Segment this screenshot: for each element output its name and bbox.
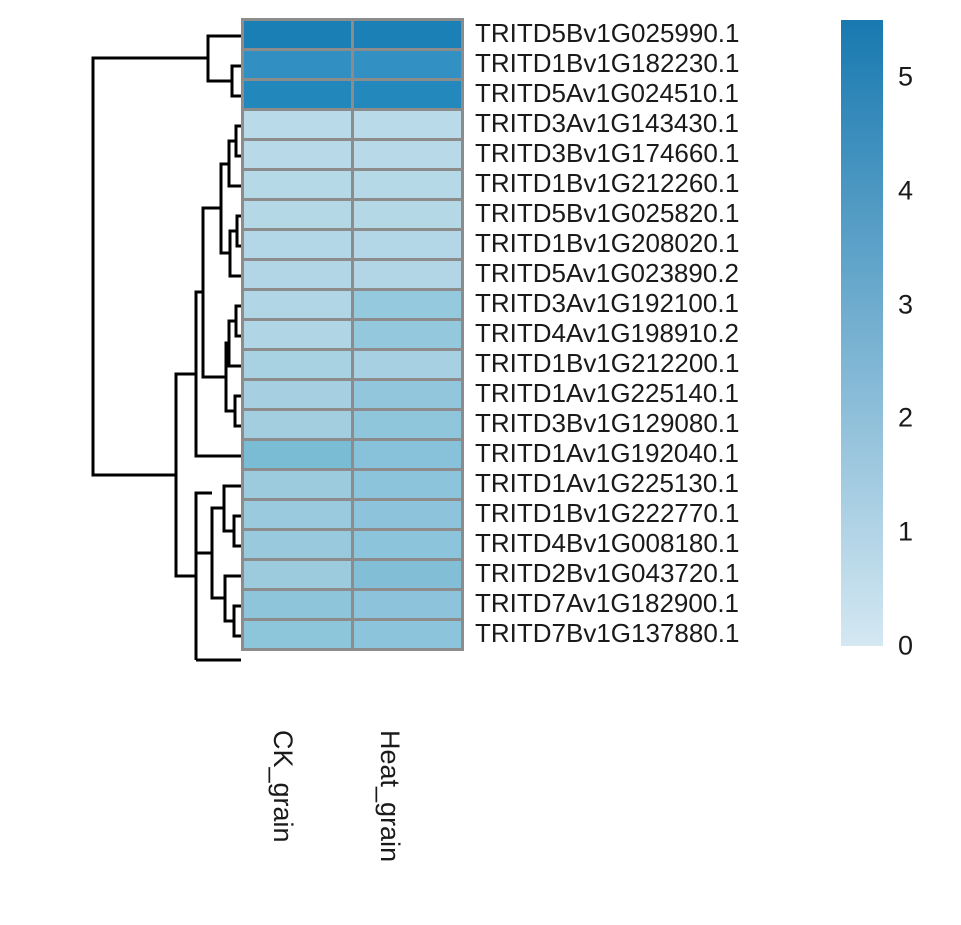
heatmap-cell [354, 441, 461, 468]
heatmap-cell [354, 51, 461, 78]
heatmap-cell [244, 591, 351, 618]
column-label-heat-grain: Heat_grain [375, 730, 415, 915]
colorbar-tick-label: 4 [898, 175, 914, 206]
colorbar-tick-label: 0 [898, 630, 914, 661]
colorbar-tick-label: 1 [898, 516, 914, 547]
row-label: TRITD4Bv1G008180.1 [475, 528, 740, 558]
heatmap-cell [354, 621, 461, 648]
colorbar-tick-label: 3 [898, 289, 914, 320]
column-label-text: CK_grain [268, 730, 298, 843]
row-label: TRITD4Av1G198910.2 [475, 318, 739, 348]
colorbar-gradient [841, 20, 883, 646]
heatmap-cell [244, 501, 351, 528]
heatmap-cell [244, 261, 351, 288]
heatmap-grid-container [241, 18, 464, 651]
row-label: TRITD1Bv1G212200.1 [475, 348, 740, 378]
row-label: TRITD5Av1G024510.1 [475, 78, 739, 108]
heatmap-cell [244, 621, 351, 648]
row-label: TRITD1Av1G225140.1 [475, 378, 739, 408]
row-label: TRITD3Bv1G129080.1 [475, 408, 740, 438]
heatmap-cells [241, 18, 464, 651]
heatmap-cell [354, 201, 461, 228]
row-label: TRITD1Bv1G182230.1 [475, 48, 740, 78]
column-label-text: Heat_grain [375, 730, 405, 863]
row-label: TRITD1Bv1G212260.1 [475, 168, 740, 198]
heatmap-cell [244, 231, 351, 258]
heatmap-cell [354, 141, 461, 168]
row-label: TRITD5Bv1G025990.1 [475, 18, 740, 48]
heatmap-cell [244, 411, 351, 438]
row-label: TRITD1Bv1G222770.1 [475, 498, 740, 528]
heatmap-cell [354, 21, 461, 48]
heatmap-cell [354, 351, 461, 378]
row-label: TRITD7Av1G182900.1 [475, 588, 739, 618]
row-label: TRITD7Bv1G137880.1 [475, 618, 740, 648]
heatmap-cell [244, 21, 351, 48]
row-label: TRITD1Bv1G208020.1 [475, 228, 740, 258]
heatmap-cell [354, 111, 461, 138]
heatmap-cell [354, 321, 461, 348]
heatmap-cell [244, 291, 351, 318]
heatmap-cell [244, 351, 351, 378]
heatmap-cell [354, 231, 461, 258]
colorbar-tick-label: 2 [898, 402, 914, 433]
row-dendrogram [91, 34, 241, 662]
heatmap-cell [244, 141, 351, 168]
heatmap-cell [244, 171, 351, 198]
column-label-ck-grain: CK_grain [268, 730, 308, 915]
colorbar: 5 4 3 2 1 0 [841, 20, 961, 661]
heatmap-cell [244, 471, 351, 498]
heatmap-cell [244, 321, 351, 348]
heatmap-cell [244, 441, 351, 468]
row-label: TRITD5Bv1G025820.1 [475, 198, 740, 228]
heatmap-cell [354, 381, 461, 408]
heatmap-cell [354, 561, 461, 588]
heatmap-cell [354, 81, 461, 108]
row-label: TRITD3Av1G192100.1 [475, 288, 739, 318]
heatmap-cell [354, 291, 461, 318]
heatmap-cell [354, 261, 461, 288]
row-label: TRITD1Av1G225130.1 [475, 468, 739, 498]
colorbar-tick-label: 5 [898, 61, 914, 92]
heatmap-cell [244, 111, 351, 138]
heatmap-cell [244, 561, 351, 588]
heatmap-cell [244, 51, 351, 78]
heatmap-cell [244, 381, 351, 408]
row-label: TRITD1Av1G192040.1 [475, 438, 739, 468]
heatmap-cell [354, 411, 461, 438]
heatmap-cell [354, 531, 461, 558]
heatmap-cell [244, 531, 351, 558]
heatmap-cell [354, 471, 461, 498]
row-label: TRITD3Av1G143430.1 [475, 108, 739, 138]
row-label: TRITD2Bv1G043720.1 [475, 558, 740, 588]
heatmap-cell [354, 501, 461, 528]
heatmap-cell [354, 171, 461, 198]
row-label: TRITD5Av1G023890.2 [475, 258, 739, 288]
heatmap-cell [244, 81, 351, 108]
heatmap-cell [354, 591, 461, 618]
heatmap-cell [244, 201, 351, 228]
row-label: TRITD3Bv1G174660.1 [475, 138, 740, 168]
